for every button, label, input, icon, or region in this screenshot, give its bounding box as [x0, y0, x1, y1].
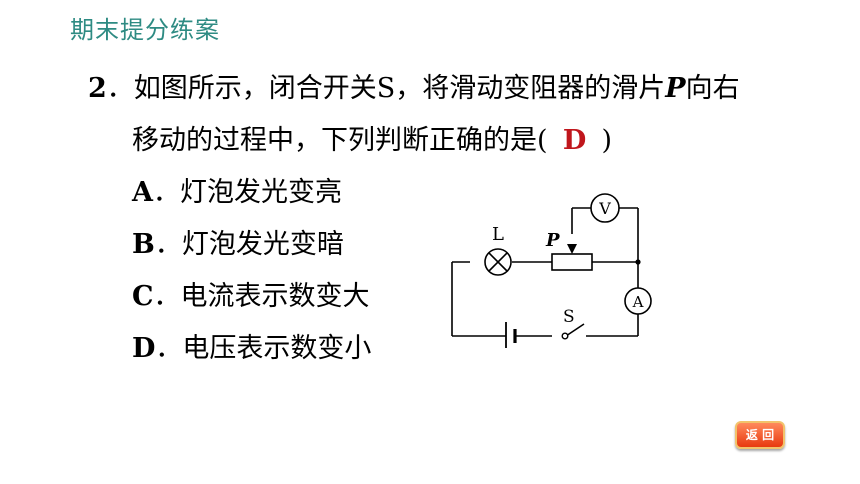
answer-text: D: [562, 125, 587, 156]
question-text-1a: ．如图所示，闭合开关S，将滑动变阻器的滑片: [106, 73, 666, 104]
lamp-label: L: [492, 224, 504, 245]
option-c-letter: C: [132, 281, 154, 312]
option-c-text: 电流表示数变大: [180, 281, 370, 312]
question-line-1: 2．如图所示，闭合开关S，将滑动变阻器的滑片P向右: [88, 72, 740, 106]
option-d-letter: D: [132, 333, 156, 364]
question-text-1b: 向右: [685, 73, 740, 104]
ammeter-symbol: [624, 287, 652, 315]
voltmeter-label: V: [598, 199, 611, 218]
ammeter-label: A: [632, 293, 644, 311]
option-d-text: 电压表示数变小: [182, 333, 372, 364]
question-number: 2: [88, 73, 107, 104]
question-close-paren: ): [601, 125, 613, 156]
option-b-letter: B: [132, 229, 155, 260]
option-d[interactable]: D．电压表示数变小: [132, 332, 371, 366]
slider-arrow-icon: [567, 244, 577, 254]
question-variable-p: P: [665, 73, 686, 104]
option-c-sep: ．: [153, 281, 181, 312]
option-a-sep: ．: [152, 177, 180, 208]
lamp-symbol: [484, 248, 512, 276]
option-b-text: 灯泡发光变暗: [181, 229, 344, 260]
voltmeter-symbol: [590, 193, 620, 223]
header-title: 期末提分练案: [70, 16, 220, 44]
question-text-2: 移动的过程中，下列判断正确的是(: [132, 125, 548, 156]
switch-symbol: [561, 332, 569, 340]
circuit-diagram: L P V A S: [451, 193, 652, 348]
junction-dot: [635, 259, 641, 265]
option-d-sep: ．: [155, 333, 183, 364]
option-b[interactable]: B．灯泡发光变暗: [132, 228, 344, 262]
option-a-letter: A: [132, 177, 153, 208]
slider-label: P: [545, 230, 560, 251]
option-c[interactable]: C．电流表示数变大: [132, 280, 370, 314]
rheostat-symbol: [551, 253, 593, 271]
question-line-2: 移动的过程中，下列判断正确的是( D): [132, 124, 612, 158]
switch-label: S: [563, 307, 575, 327]
back-button[interactable]: 返 回: [735, 421, 785, 449]
option-b-sep: ．: [154, 229, 182, 260]
battery-symbol: [505, 322, 517, 348]
option-a[interactable]: A．灯泡发光变亮: [132, 176, 342, 210]
option-a-text: 灯泡发光变亮: [179, 177, 342, 208]
